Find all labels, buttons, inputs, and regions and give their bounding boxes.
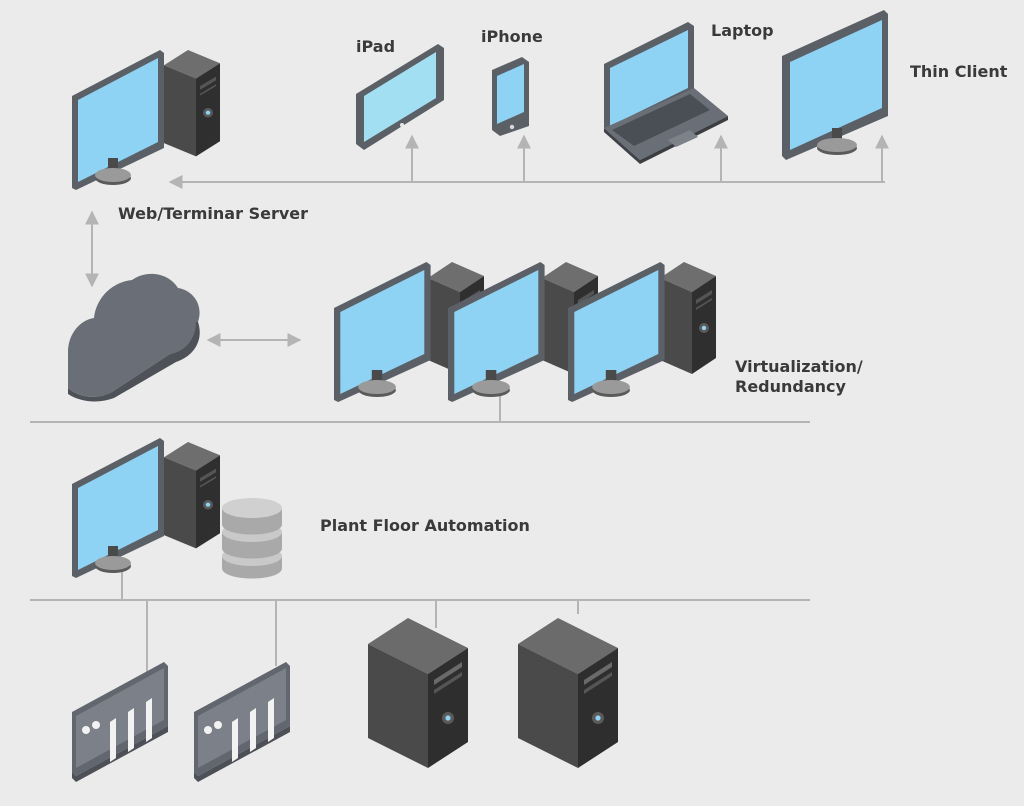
cloud-icon <box>68 273 200 402</box>
virtualization-label: Virtualization/ Redundancy <box>735 357 895 397</box>
thin-client-monitor-icon <box>782 10 888 160</box>
ipad-icon <box>356 44 444 150</box>
plc-rack-icon <box>194 662 290 782</box>
virtualization-label-line1: Virtualization/ <box>735 357 863 376</box>
server-workstation-icon <box>72 438 220 578</box>
web-server-label: Web/Terminar Server <box>118 204 308 223</box>
iphone-icon <box>492 57 529 136</box>
ipad-label: iPad <box>356 37 396 56</box>
server-workstation-icon <box>72 50 220 190</box>
iphone-label: iPhone <box>481 27 543 46</box>
connections <box>30 134 889 672</box>
laptop-label: Laptop <box>711 21 774 40</box>
thin-client-label: Thin Client <box>910 62 1008 81</box>
plant-floor-label: Plant Floor Automation <box>320 516 530 535</box>
tower-server-icon <box>368 618 468 768</box>
laptop-icon <box>604 22 728 164</box>
plc-rack-icon <box>72 662 168 782</box>
virtualization-label-line2: Redundancy <box>735 377 846 396</box>
database-icon <box>222 498 282 579</box>
tower-server-icon <box>518 618 618 768</box>
